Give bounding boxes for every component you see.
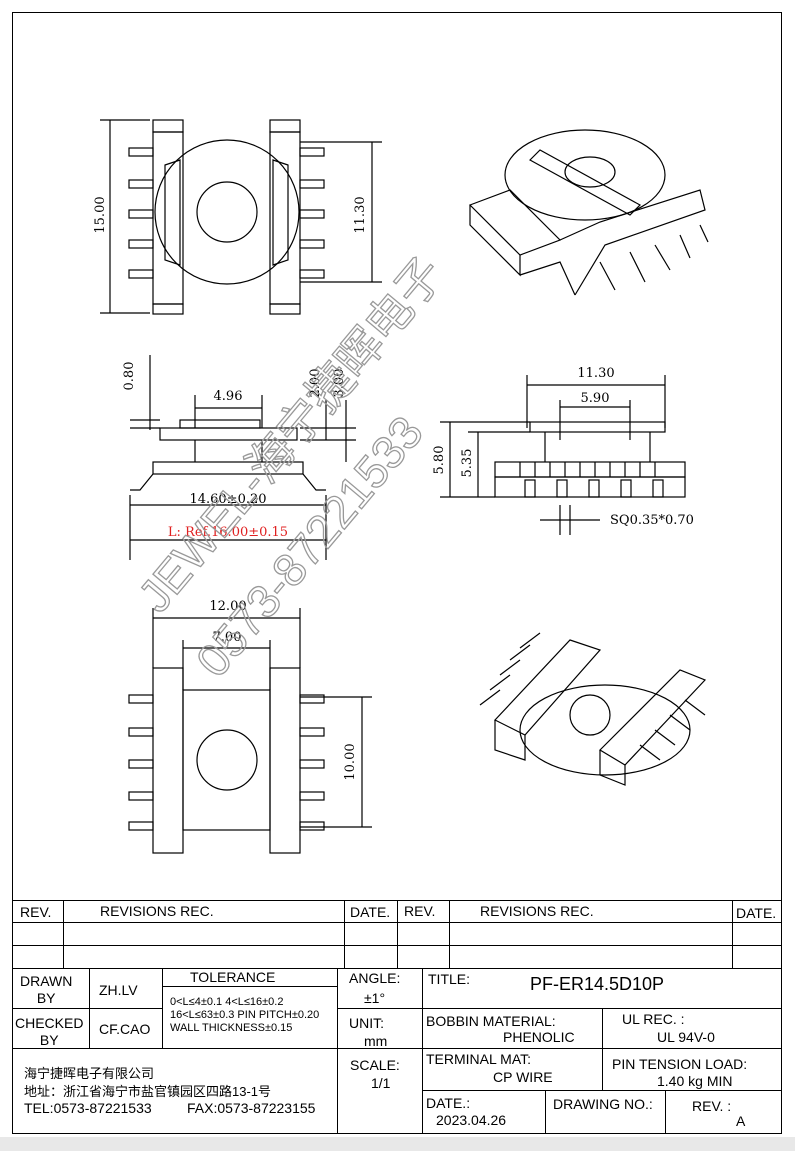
revisions-header: REVISIONS REC. — [100, 903, 214, 919]
ul-rec-value: UL 94V-0 — [657, 1029, 715, 1045]
title-block: REV. REVISIONS REC. DATE. REV. REVISIONS… — [12, 900, 782, 1134]
pin-tension-value: 1.40 kg MIN — [657, 1073, 733, 1089]
scale-label: SCALE: — [350, 1057, 400, 1073]
dim-height-inner: 5.35 — [460, 449, 475, 478]
dim-core-width: 4.96 — [214, 389, 243, 404]
drawn-by-label: DRAWN BY — [20, 973, 73, 1006]
ul-rec-label: UL REC. : — [622, 1011, 685, 1027]
checked-by-value: CF.CAO — [99, 1021, 151, 1037]
isometric-bottom — [479, 632, 707, 786]
top-view — [100, 119, 382, 315]
tolerance-line-2: 16<L≤63±0.3 PIN PITCH±0.20 — [170, 1009, 320, 1021]
unit-label: UNIT: — [349, 1015, 384, 1031]
rev-value: A — [736, 1113, 746, 1129]
front-view — [440, 375, 686, 535]
title-value: PF-ER14.5D10P — [530, 974, 665, 994]
company-address: 地址：浙江省海宁市盐官镇园区四路13-1号 — [24, 1084, 272, 1099]
dim-side-b: 3.00 — [332, 369, 347, 398]
dim-top-height: 15.00 — [93, 196, 108, 233]
terminal-material-value: CP WIRE — [493, 1069, 553, 1085]
unit-value: mm — [364, 1033, 388, 1049]
isometric-top — [468, 129, 709, 296]
scale-value: 1/1 — [371, 1075, 391, 1091]
dim-bottom-height: 10.00 — [343, 743, 358, 780]
rev-header: REV. — [20, 904, 52, 920]
bottom-view — [128, 608, 372, 854]
pin-tension-label: PIN TENSION LOAD: — [612, 1056, 748, 1072]
angle-value: ±1° — [364, 990, 386, 1006]
dim-top-inner: 11.30 — [353, 196, 368, 233]
dim-pin-length: L: Ref.16.00±0.15 — [168, 525, 288, 540]
dim-flange-thickness: 0.80 — [122, 362, 137, 391]
dim-front-inner: 5.90 — [581, 391, 610, 406]
dim-total-width: 14.60±0.20 — [189, 492, 266, 507]
checked-by-label: CHECKED BY — [15, 1015, 84, 1048]
dim-side-a: 2.00 — [308, 369, 323, 398]
revisions-header-2: REVISIONS REC. — [480, 903, 594, 919]
tolerance-line-3: WALL THICKNESS±0.15 — [170, 1022, 293, 1034]
tolerance-label: TOLERANCE — [190, 969, 276, 985]
side-view — [129, 355, 356, 560]
terminal-material-label: TERMINAL MAT: — [426, 1051, 532, 1067]
title-label: TITLE: — [428, 971, 471, 987]
dim-bottom-width: 12.00 — [209, 599, 246, 614]
date-label: DATE.: — [426, 1095, 471, 1111]
bobbin-material-value: PHENOLIC — [503, 1029, 575, 1045]
rev-label: REV. : — [692, 1098, 732, 1114]
drawing-no-label: DRAWING NO.: — [553, 1096, 653, 1112]
date-header: DATE. — [350, 904, 391, 920]
date-header-2: DATE. — [736, 905, 777, 921]
drawn-by-value: ZH.LV — [99, 982, 138, 998]
technical-drawing: 15.00 11.30 0.80 4.96 2.00 3.00 14.60±0.… — [93, 119, 709, 854]
angle-label: ANGLE: — [349, 970, 401, 986]
company-tel: TEL:0573-87221533 — [24, 1100, 152, 1116]
bobbin-material-label: BOBBIN MATERIAL: — [426, 1013, 556, 1029]
company-name: 海宁捷晖电子有限公司 — [24, 1066, 155, 1081]
dim-pin-square: SQ0.35*0.70 — [610, 513, 694, 528]
date-value: 2023.04.26 — [436, 1112, 507, 1128]
dim-bottom-inner: 7.00 — [213, 630, 242, 645]
dim-front-width: 11.30 — [577, 366, 614, 381]
rev-header-2: REV. — [404, 903, 436, 919]
drawing-frame — [12, 12, 782, 1134]
dim-height-total: 5.80 — [432, 446, 447, 475]
tolerance-line-1: 0<L≤4±0.1 4<L≤16±0.2 — [170, 996, 284, 1008]
bottom-bar — [0, 1137, 795, 1151]
company-fax: FAX:0573-87223155 — [187, 1100, 316, 1116]
